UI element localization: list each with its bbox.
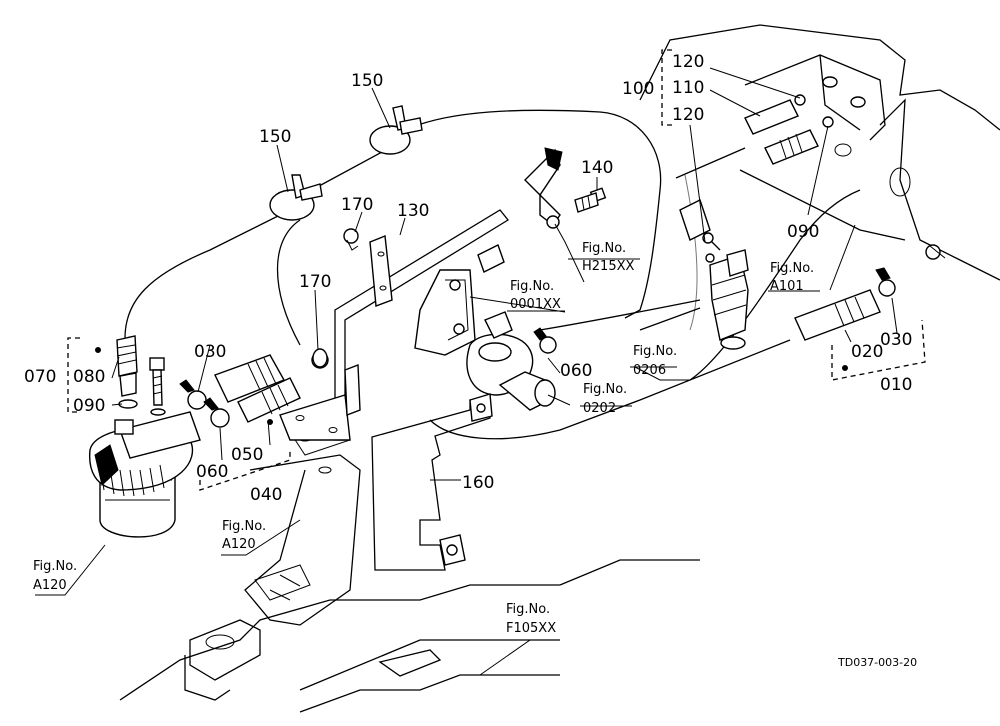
label-120-top: 120 [672,52,704,72]
label-170-lower: 170 [299,272,331,292]
fig-ref-f105-label: Fig.No. [506,602,550,617]
drawing-id: TD037-003-20 [837,656,917,669]
top-clamps-150 [269,105,423,221]
label-010: 010 [880,375,912,395]
group-brackets [67,49,926,491]
fig-ref-a101-code: A101 [770,279,804,294]
fuel-hoses [124,109,861,440]
fig-ref-a120-center-code: A120 [222,537,256,552]
label-160: 160 [462,473,494,493]
label-110: 110 [672,78,704,98]
cover-plate-160 [371,393,493,571]
leader-lines [35,67,898,676]
fig-ref-0001-label: Fig.No. [510,279,554,294]
fig-ref-a120-center-label: Fig.No. [222,519,266,534]
fig-ref-a101-label: Fig.No. [770,261,814,276]
label-090-left: 090 [73,396,105,416]
part-number-labels: 150 150 170 130 140 120 110 120 100 090 … [24,52,912,505]
fuel-filter [88,335,201,538]
figure-references: Fig.No. H215XX Fig.No. 0001XX Fig.No. A1… [33,241,814,636]
fig-ref-f105-code: F105XX [506,621,556,636]
injector [679,199,749,350]
label-070: 070 [24,367,56,387]
label-040: 040 [250,485,282,505]
fig-ref-0001-code: 0001XX [510,297,561,312]
label-050: 050 [231,445,263,465]
fig-ref-0202-code: 0202 [583,401,616,416]
label-060-left: 060 [196,462,228,482]
bracket-130 [279,209,509,441]
engine-block [639,24,1000,331]
label-030-left: 030 [194,342,226,362]
label-020: 020 [851,342,883,362]
hose-group-100 [744,76,866,165]
fig-ref-h215-code: H215XX [582,259,634,274]
label-150-top: 150 [351,71,383,91]
fuel-valve [414,269,557,411]
fig-ref-0206-code: 0206 [633,363,666,378]
fig-ref-a120-left-label: Fig.No. [33,559,77,574]
fig-ref-h215-label: Fig.No. [582,241,626,256]
label-060-mid: 060 [560,361,592,381]
hose-group-010 [794,267,896,341]
fig-ref-0206-label: Fig.No. [633,344,677,359]
fig-ref-a120-left-code: A120 [33,578,67,593]
label-100: 100 [622,79,654,99]
label-170-upper: 170 [341,195,373,215]
label-120-lower: 120 [672,105,704,125]
label-150-left: 150 [259,127,291,147]
label-130: 130 [397,201,429,221]
lever-140 [477,147,607,273]
label-030-right: 030 [880,330,912,350]
label-090-right: 090 [787,222,819,242]
label-080: 080 [73,367,105,387]
fig-ref-0202-label: Fig.No. [583,382,627,397]
label-140: 140 [581,158,613,178]
